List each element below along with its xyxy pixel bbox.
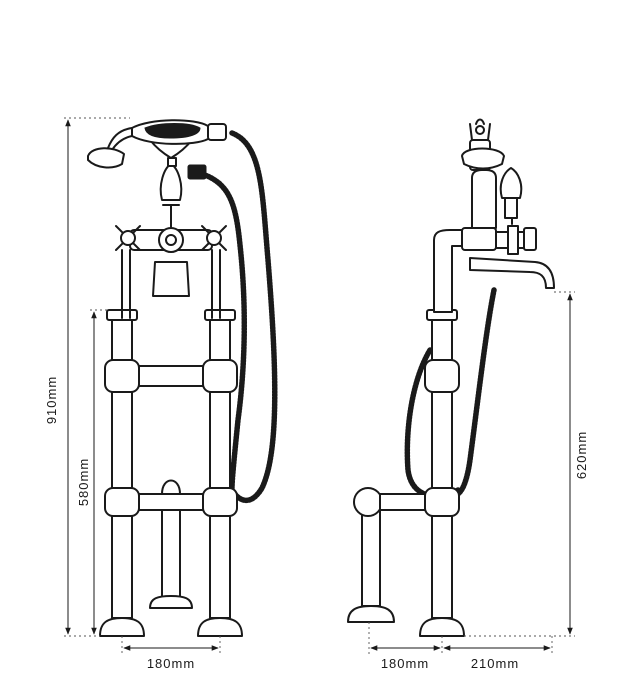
side-diverter-lever xyxy=(499,167,523,219)
dimension-front-width: 180mm xyxy=(121,636,221,671)
side-handset xyxy=(461,118,505,171)
side-mixer-valve xyxy=(495,213,537,255)
label-180mm-front: 180mm xyxy=(147,656,195,671)
front-lower-crossbar xyxy=(138,493,204,511)
front-view: 910mm 580mm 180mm xyxy=(44,117,278,671)
front-right-crosshead xyxy=(201,225,227,251)
dimension-overall-height: 910mm xyxy=(44,117,130,637)
label-910mm: 910mm xyxy=(44,376,59,424)
front-hose xyxy=(202,130,278,503)
side-handset-column xyxy=(471,169,497,229)
dimension-stand-height: 580mm xyxy=(76,309,107,635)
label-620mm: 620mm xyxy=(574,431,589,479)
side-waste-leg xyxy=(347,487,426,623)
label-180mm-side: 180mm xyxy=(381,656,429,671)
front-right-leg xyxy=(197,249,243,637)
front-handset xyxy=(87,119,227,169)
front-waste-pipe xyxy=(149,479,193,609)
side-spout xyxy=(469,257,555,289)
front-diverter-lever xyxy=(159,157,207,201)
dimension-spout-height: 620mm xyxy=(464,291,589,637)
dimension-spout-reach: 210mm xyxy=(443,636,553,671)
front-left-leg xyxy=(99,249,145,637)
side-standpipe xyxy=(419,309,465,637)
dimension-side-width: 180mm xyxy=(368,622,443,671)
side-view: 620mm 180mm 210mm xyxy=(347,118,589,671)
label-210mm: 210mm xyxy=(471,656,519,671)
front-mixer-body xyxy=(129,204,213,297)
front-left-crosshead xyxy=(115,225,141,251)
label-580mm: 580mm xyxy=(76,458,91,506)
front-upper-crossbar xyxy=(138,365,204,387)
